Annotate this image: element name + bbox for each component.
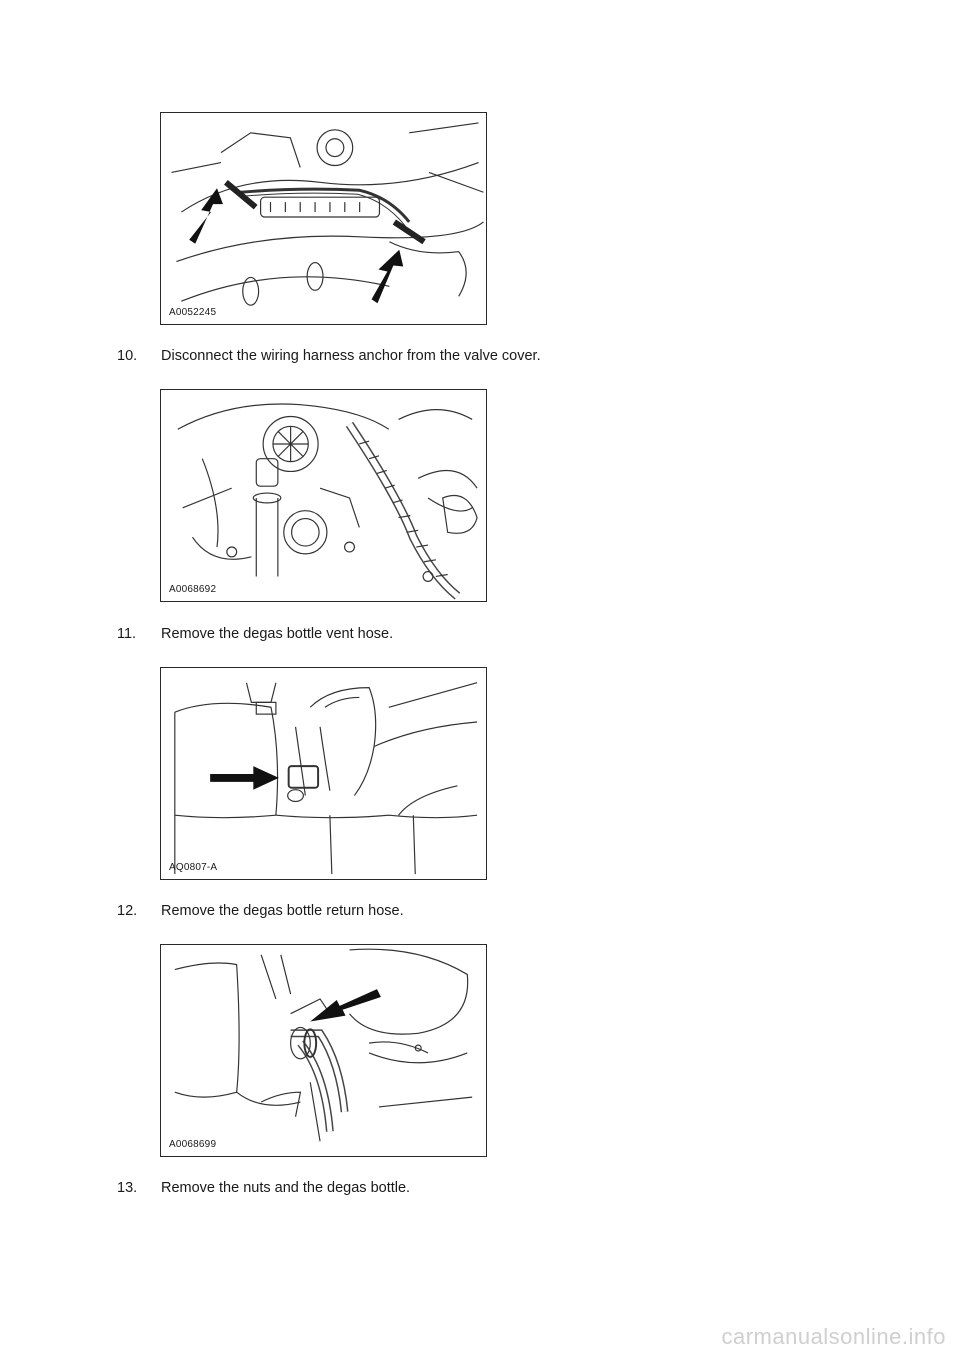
step-10: 10. Disconnect the wiring harness anchor … (117, 348, 541, 364)
watermark: carmanualsonline.info (721, 1324, 946, 1349)
figure-label: A0052245 (169, 307, 217, 318)
step-number: 10. (117, 348, 138, 364)
step-number: 13. (117, 1180, 138, 1196)
figure-illustration-1: A0052245 (160, 112, 487, 325)
figure-label: AQ0807-A (169, 862, 218, 873)
step-12: 12. Remove the degas bottle return hose. (117, 903, 404, 919)
step-text: Remove the degas bottle vent hose. (161, 626, 394, 642)
return-hose-illustration (174, 948, 473, 1142)
step-11: 11. Remove the degas bottle vent hose. (117, 626, 393, 642)
step-text: Remove the nuts and the degas bottle. (161, 1180, 411, 1196)
step-text: Remove the degas bottle return hose. (161, 903, 404, 919)
figure-label: A0068692 (169, 584, 217, 595)
step-text: Disconnect the wiring harness anchor fro… (161, 348, 541, 364)
degas-bottle-illustration (174, 682, 478, 875)
step-number: 12. (117, 903, 138, 919)
figure-illustration-4: A0068699 (160, 944, 487, 1157)
step-number: 11. (117, 626, 137, 642)
figure-illustration-2: A0068692 (160, 389, 487, 602)
figure-illustration-3: AQ0807-A (160, 667, 487, 880)
engine-illustration-2 (177, 403, 478, 600)
step-13: 13. Remove the nuts and the degas bottle. (117, 1180, 410, 1196)
figure-label: A0068699 (169, 1139, 217, 1150)
engine-illustration-1 (171, 122, 484, 306)
